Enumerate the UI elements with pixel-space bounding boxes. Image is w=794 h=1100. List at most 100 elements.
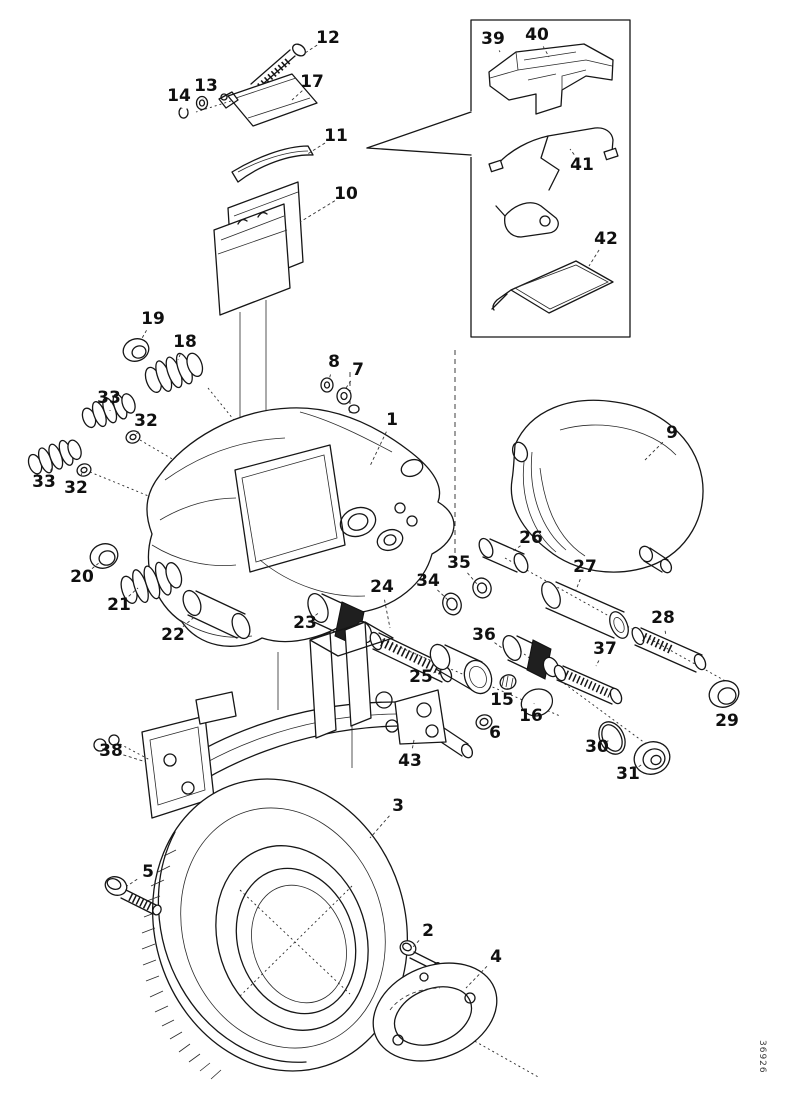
- leader-line-11: [305, 142, 326, 156]
- part-label-9: 9: [666, 423, 678, 443]
- torque-plate-upstand: [309, 621, 399, 739]
- leader-line-8: [328, 374, 331, 381]
- leader-line-1: [369, 431, 387, 467]
- washer-13-14: [178, 95, 209, 119]
- leader-line-32: [134, 431, 139, 437]
- part-label-38: 38: [99, 741, 123, 761]
- part-label-25: 25: [409, 667, 433, 687]
- part-label-5: 5: [142, 862, 154, 882]
- part-label-16: 16: [519, 706, 543, 726]
- anchor-plate-39-40: [488, 43, 614, 115]
- inset-box: [366, 19, 631, 338]
- wear-indicator-wire-41: [488, 127, 619, 191]
- cap-20: [89, 543, 119, 569]
- brake-pads-10: [213, 181, 304, 316]
- leader-line-34: [437, 589, 449, 601]
- part-label-33: 33: [32, 472, 56, 492]
- part-label-42: 42: [594, 229, 618, 249]
- cap-31: [633, 741, 671, 775]
- leader-line-27: [575, 578, 581, 591]
- leader-line-17: [291, 90, 303, 101]
- ring-32-lower: [76, 463, 92, 477]
- guide-pin-22: [182, 589, 251, 640]
- leader-line-36: [494, 642, 503, 649]
- part-label-39: 39: [481, 29, 505, 49]
- cap-29: [708, 680, 740, 708]
- boot-18: [144, 352, 204, 393]
- cylinder-27: [541, 581, 629, 639]
- air-chamber-9: [510, 399, 704, 574]
- part-label-31: 31: [616, 764, 640, 784]
- leader-line-37: [595, 660, 600, 667]
- spindle-37: [553, 664, 623, 705]
- part-label-32: 32: [64, 478, 88, 498]
- part-label-30: 30: [585, 737, 609, 757]
- boot-33-lower: [27, 439, 82, 475]
- leader-line-5: [126, 878, 138, 887]
- leader-line-43: [411, 739, 415, 749]
- drawing-number: 36926: [757, 1040, 767, 1074]
- part-label-11: 11: [324, 126, 348, 146]
- part-label-2: 2: [422, 921, 434, 941]
- brake-carrier-38: [93, 621, 447, 819]
- leader-line-2: [411, 940, 420, 949]
- leader-line-32: [80, 472, 83, 477]
- part-label-10: 10: [334, 184, 358, 204]
- leader-line-30: [605, 740, 609, 743]
- part-label-19: 19: [141, 309, 165, 329]
- wheel-bolt-5: [104, 876, 162, 916]
- leader-line-7: [345, 380, 352, 389]
- leader-line-26: [511, 545, 521, 553]
- part-label-27: 27: [573, 557, 597, 577]
- part-label-37: 37: [593, 639, 617, 659]
- leader-line-25: [433, 669, 443, 674]
- leader-line-35: [467, 572, 478, 585]
- part-label-21: 21: [107, 595, 131, 615]
- part-label-3: 3: [392, 796, 404, 816]
- cap-19: [122, 338, 150, 362]
- leader-line-31: [638, 762, 645, 768]
- leader-line-41: [569, 148, 575, 155]
- spring-clip-unlabeled: [495, 202, 559, 238]
- part-label-36: 36: [472, 625, 496, 645]
- part-label-18: 18: [173, 332, 197, 352]
- retainer-plate-17: [218, 73, 318, 127]
- leader-line-21: [128, 587, 139, 597]
- part-label-24: 24: [370, 577, 394, 597]
- brake-disc-3: [141, 778, 409, 1080]
- adjuster-nut-15: [499, 674, 517, 690]
- chamber-studs: [638, 545, 673, 574]
- ring-32-upper: [125, 430, 141, 444]
- part-label-34: 34: [416, 571, 440, 591]
- cone-cap-16: [520, 688, 553, 717]
- part-label-28: 28: [651, 608, 675, 628]
- o-ring-30: [598, 721, 626, 755]
- part-label-13: 13: [194, 76, 218, 96]
- leader-line-18: [177, 353, 181, 361]
- part-label-6: 6: [489, 723, 501, 743]
- vent-slots: [141, 849, 222, 1080]
- part-label-12: 12: [316, 28, 340, 48]
- nut-6: [475, 714, 493, 730]
- part-label-7: 7: [352, 360, 364, 380]
- part-label-17: 17: [300, 72, 324, 92]
- part-label-41: 41: [570, 155, 594, 175]
- part-label-23: 23: [293, 613, 317, 633]
- part-label-40: 40: [525, 25, 549, 45]
- boot-21: [120, 561, 183, 604]
- leader-line-10: [299, 200, 336, 223]
- part-label-26: 26: [519, 528, 543, 548]
- leader-line-33: [50, 467, 53, 471]
- spindle-24: [369, 631, 453, 683]
- leader-line-39: [498, 50, 501, 53]
- part-label-29: 29: [715, 711, 739, 731]
- part-label-4: 4: [490, 947, 502, 967]
- seal-34: [442, 592, 462, 616]
- part-label-14: 14: [167, 86, 191, 106]
- part-label-33: 33: [97, 388, 121, 408]
- part-label-8: 8: [328, 352, 340, 372]
- bleed-hardware-7-8: [320, 377, 360, 414]
- bushing-26: [478, 537, 529, 574]
